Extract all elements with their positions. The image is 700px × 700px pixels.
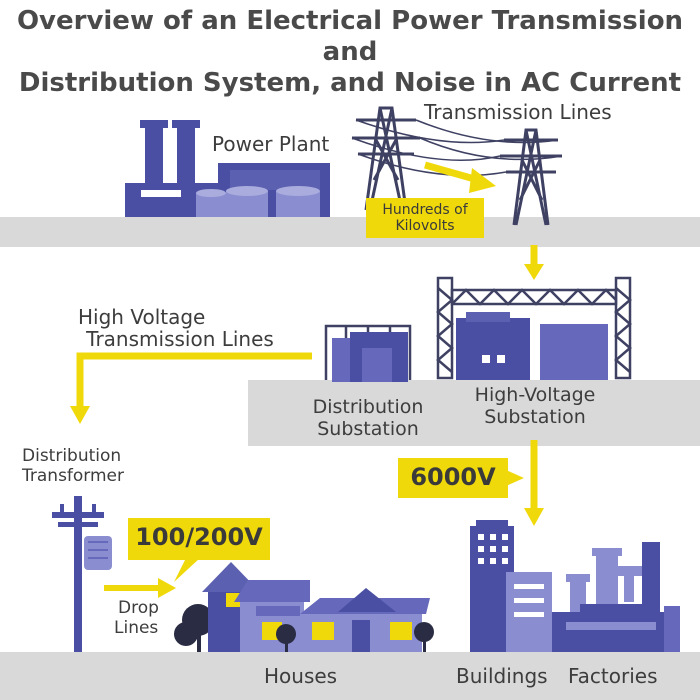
hundreds-kilovolts-line-2: Kilovolts [395,218,455,234]
buildings-icon [470,520,552,652]
transmission-lines-label: Transmission Lines [424,100,612,124]
transmission-tower-icon-right [500,128,562,226]
title-line-1: Overview of an Electrical Power Transmis… [16,6,684,67]
power-plant-label: Power Plant [212,132,330,156]
100-200v-label: 100/200V [135,523,263,551]
distribution-substation-icon [324,324,412,382]
distribution-substation-label: Distribution Substation [298,396,438,440]
transmission-tower-icon-left [352,106,420,211]
6000v-box [398,458,524,498]
page-title: Overview of an Electrical Power Transmis… [0,6,700,99]
100-200v-box [128,518,270,582]
drop-lines-line-2: Lines [114,618,159,638]
6000v-label: 6000V [410,463,496,491]
distribution-transformer-line-1: Distribution [22,446,122,466]
arrow-icon-to-hv-substation [524,245,544,280]
distribution-substation-line-2: Substation [317,418,419,440]
ground-strip-middle [248,380,700,446]
distribution-transformer-icon [52,496,112,652]
transmission-wires [351,119,563,177]
arrow-icon-to-buildings [524,440,544,526]
hundreds-kilovolts-line-1: Hundreds of [382,202,468,218]
arrow-icon-drop-lines [104,578,176,598]
high-voltage-lines-line-2: Transmission Lines [86,327,274,351]
house-icon-right [300,588,434,652]
high-voltage-lines-line-1: High Voltage [78,305,206,329]
ground-strip-top [0,217,700,247]
arrow-icon-to-transformer [70,352,312,424]
factories-label: Factories [568,664,658,688]
distribution-transformer-line-2: Transformer [22,466,125,486]
high-voltage-substation-icon [436,276,632,380]
drop-lines-line-1: Drop [118,598,159,618]
arrow-icon-transmission [424,161,496,193]
high-voltage-substation-line-2: Substation [484,406,586,428]
house-icon-left [174,562,310,652]
high-voltage-substation-line-1: High-Voltage [474,384,596,406]
hundreds-kilovolts-box [366,198,484,238]
ground-strip-bottom [0,652,700,700]
drop-lines-label: Drop Lines [114,598,159,638]
factories-icon [552,542,680,652]
power-plant-icon [125,120,330,217]
hundreds-kilovolts-label: Hundreds of Kilovolts [366,202,484,234]
high-voltage-substation-label: High-Voltage Substation [460,384,610,428]
houses-label: Houses [264,664,338,688]
distribution-substation-line-1: Distribution [312,396,424,418]
title-line-2: Distribution System, and Noise in AC Cur… [18,68,682,98]
buildings-label: Buildings [456,664,548,688]
distribution-transformer-label: Distribution Transformer [22,446,124,486]
high-voltage-lines-label: High Voltage Transmission Lines [54,306,306,350]
